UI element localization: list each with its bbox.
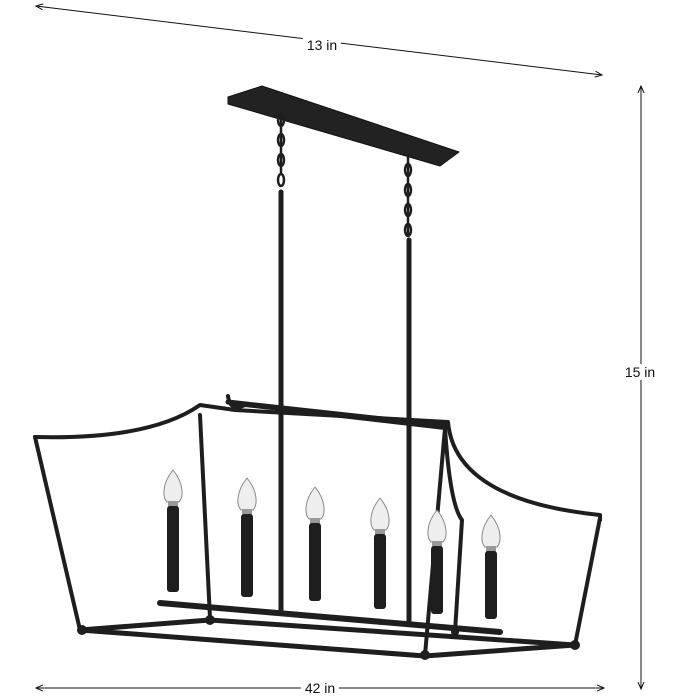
bulb-base [310, 518, 320, 524]
candle-sleeve [431, 546, 443, 614]
base-frame [77, 617, 578, 659]
height-dimension-label: 15 in [620, 364, 660, 380]
width-dimension-label: 13 in [302, 37, 342, 53]
bulb-base [375, 529, 385, 535]
candle [481, 514, 501, 619]
candle [237, 477, 257, 597]
candle [305, 486, 325, 601]
bulb-base [486, 546, 496, 552]
bulb-base [168, 501, 178, 507]
candle-sleeve [241, 514, 253, 597]
bulb [163, 469, 183, 503]
candle-sleeve [485, 551, 497, 619]
bulb [305, 486, 325, 520]
candle [427, 509, 447, 614]
chandelier [33, 85, 602, 660]
top-crossbar [225, 399, 450, 429]
length-dimension-label: 42 in [300, 680, 340, 696]
candle-sleeve [309, 523, 321, 601]
candle [163, 469, 183, 592]
candle-platform [157, 600, 503, 635]
candle-sleeve [374, 534, 386, 609]
right-chain [403, 153, 413, 238]
canopy [227, 85, 460, 167]
candle-sleeve [167, 506, 179, 592]
cage-back [33, 403, 602, 522]
bulb [237, 477, 257, 511]
bulb-base [432, 541, 442, 547]
left-chain [276, 110, 286, 188]
bulb-base [242, 509, 252, 515]
bulb [370, 497, 390, 531]
bulb [427, 509, 447, 543]
candle [370, 497, 390, 609]
frame-finials [77, 615, 580, 660]
bulb [481, 514, 501, 548]
